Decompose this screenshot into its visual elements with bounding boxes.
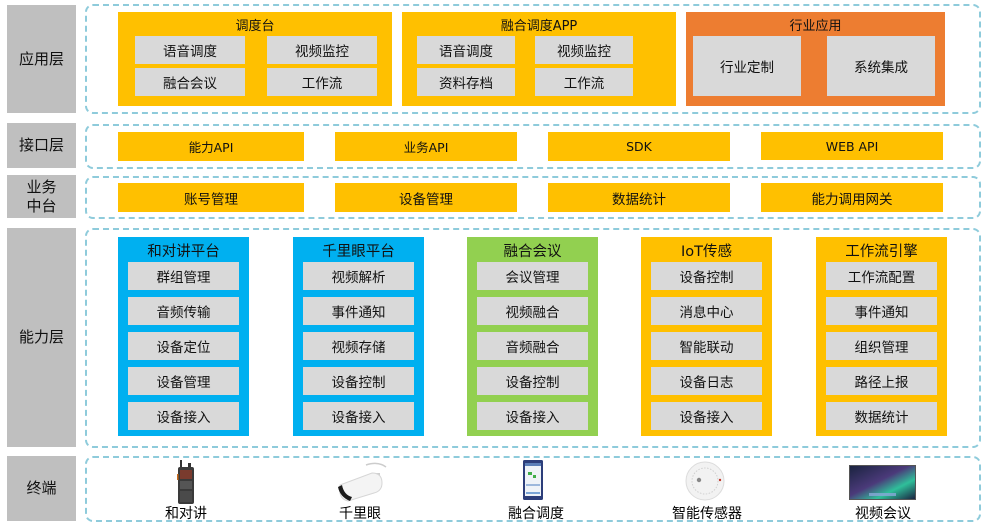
app-item[interactable]: 资料存档: [417, 68, 515, 96]
app-group-title: 行业应用: [789, 18, 842, 34]
capability-item[interactable]: 路径上报: [826, 367, 937, 395]
business-item[interactable]: 数据统计: [548, 183, 730, 212]
app-item[interactable]: 融合会议: [135, 68, 245, 96]
frame-business: [85, 176, 981, 219]
capability-item[interactable]: 设备控制: [477, 367, 588, 395]
app-item[interactable]: 行业定制: [693, 36, 801, 96]
layer-label-text: 中台: [26, 196, 57, 215]
app-group-title: 融合调度APP: [500, 18, 578, 34]
layer-label-text: 业务: [26, 177, 57, 196]
app-item[interactable]: 工作流: [267, 68, 377, 96]
capability-platform: 千里眼平台视频解析事件通知视频存储设备控制设备接入: [293, 237, 424, 436]
capability-platform-title: IoT传感: [680, 243, 732, 260]
app-group-title: 调度台: [235, 18, 275, 34]
capability-item[interactable]: 视频解析: [303, 262, 414, 290]
capability-platform-title: 和对讲平台: [147, 243, 220, 260]
capability-item[interactable]: 音频融合: [477, 332, 588, 360]
capability-platform: 融合会议会议管理视频融合音频融合设备控制设备接入: [467, 237, 598, 436]
app-group-industry-apps: 行业应用 行业定制 系统集成: [686, 12, 945, 106]
capability-platform-title: 融合会议: [503, 243, 562, 260]
layer-label-capability: 能力层: [7, 228, 76, 447]
layer-label-interface: 接口层: [7, 123, 76, 168]
terminal-device-label: 千里眼: [339, 506, 381, 522]
terminal-device-label: 视频会议: [855, 506, 911, 522]
layer-label-business: 业务 中台: [7, 175, 76, 218]
walkie-talkie-icon: [176, 460, 196, 504]
frame-terminal: [85, 456, 981, 522]
capability-item[interactable]: 事件通知: [303, 297, 414, 325]
layer-label-application: 应用层: [7, 5, 76, 113]
layer-label-text: 终端: [26, 479, 57, 497]
app-item[interactable]: 语音调度: [135, 36, 245, 64]
capability-platform: 工作流引擎工作流配置事件通知组织管理路径上报数据统计: [816, 237, 947, 436]
capability-item[interactable]: 工作流配置: [826, 262, 937, 290]
video-conference-screen-icon: [849, 465, 916, 500]
business-item[interactable]: 设备管理: [335, 183, 517, 212]
layer-label-text: 接口层: [18, 136, 64, 154]
layer-label-text: 能力层: [18, 328, 64, 346]
app-item[interactable]: 工作流: [535, 68, 633, 96]
capability-item[interactable]: 设备管理: [128, 367, 239, 395]
capability-item[interactable]: 群组管理: [128, 262, 239, 290]
capability-item[interactable]: 设备日志: [651, 367, 762, 395]
capability-item[interactable]: 智能联动: [651, 332, 762, 360]
interface-item[interactable]: 业务API: [335, 132, 517, 161]
capability-item[interactable]: 会议管理: [477, 262, 588, 290]
capability-item[interactable]: 设备控制: [303, 367, 414, 395]
app-item[interactable]: 语音调度: [417, 36, 515, 64]
capability-platform: IoT传感设备控制消息中心智能联动设备日志设备接入: [641, 237, 772, 436]
capability-item[interactable]: 设备定位: [128, 332, 239, 360]
terminal-device-label: 融合调度: [508, 506, 564, 522]
phone-app-icon: [523, 460, 543, 500]
capability-item[interactable]: 数据统计: [826, 402, 937, 430]
app-group-fusion-dispatch-app: 融合调度APP 语音调度 视频监控 资料存档 工作流: [402, 12, 676, 106]
camera-icon: [334, 461, 392, 503]
app-group-dispatch-console: 调度台 语音调度 视频监控 融合会议 工作流: [118, 12, 392, 106]
capability-item[interactable]: 音频传输: [128, 297, 239, 325]
frame-capability: [85, 228, 981, 448]
capability-item[interactable]: 设备接入: [651, 402, 762, 430]
capability-item[interactable]: 设备接入: [303, 402, 414, 430]
smoke-sensor-icon: [684, 460, 726, 502]
capability-item[interactable]: 视频融合: [477, 297, 588, 325]
capability-platform-title: 工作流引擎: [845, 243, 918, 260]
capability-item[interactable]: 视频存储: [303, 332, 414, 360]
business-item[interactable]: 账号管理: [118, 183, 304, 212]
layer-label-text: 应用层: [18, 49, 64, 68]
interface-item[interactable]: 能力API: [118, 132, 304, 161]
interface-item[interactable]: WEB API: [761, 132, 943, 160]
interface-item[interactable]: SDK: [548, 132, 730, 161]
capability-item[interactable]: 事件通知: [826, 297, 937, 325]
frame-application: [85, 4, 981, 114]
app-item[interactable]: 视频监控: [267, 36, 377, 64]
capability-platform: 和对讲平台群组管理音频传输设备定位设备管理设备接入: [118, 237, 249, 436]
frame-interface: [85, 124, 981, 169]
app-item[interactable]: 系统集成: [827, 36, 935, 96]
terminal-device-label: 智能传感器: [672, 506, 742, 522]
capability-item[interactable]: 设备接入: [477, 402, 588, 430]
terminal-device-label: 和对讲: [165, 506, 207, 522]
layer-label-terminal: 终端: [7, 456, 76, 521]
capability-item[interactable]: 消息中心: [651, 297, 762, 325]
capability-platform-title: 千里眼平台: [322, 243, 395, 260]
capability-item[interactable]: 组织管理: [826, 332, 937, 360]
app-item[interactable]: 视频监控: [535, 36, 633, 64]
business-item[interactable]: 能力调用网关: [761, 183, 943, 212]
capability-item[interactable]: 设备接入: [128, 402, 239, 430]
capability-item[interactable]: 设备控制: [651, 262, 762, 290]
